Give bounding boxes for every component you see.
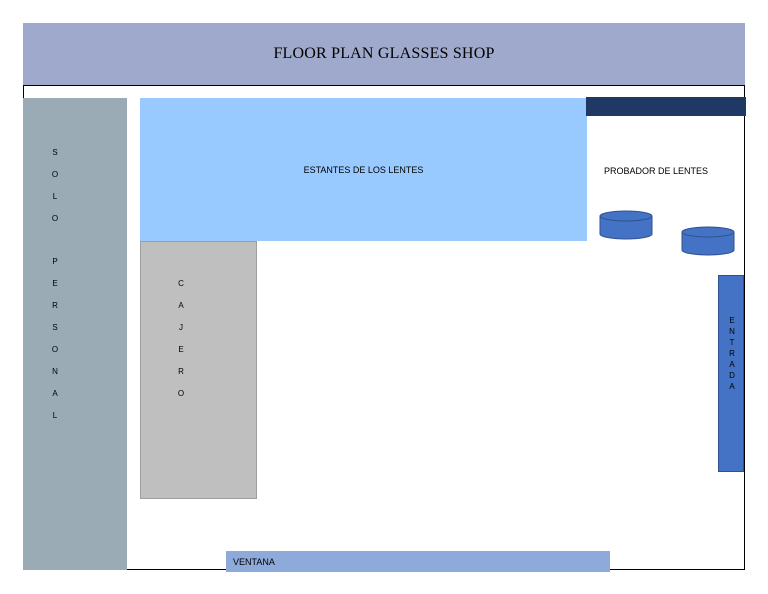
staff-only-label-personal: P E R S O N A L <box>45 257 65 420</box>
cashier-zone <box>140 241 257 499</box>
window-zone: VENTANA <box>226 551 610 572</box>
cashier-letter: E <box>178 345 184 354</box>
entrance-letter: R <box>729 349 735 358</box>
staff-letter: S <box>52 148 58 157</box>
staff-letter: P <box>52 257 58 266</box>
cashier-label: C A J E R O <box>171 279 191 398</box>
entrance-zone <box>718 275 744 472</box>
stool-2-icon <box>681 226 735 256</box>
cashier-letter: J <box>179 323 183 332</box>
staff-only-label-solo: S O L O <box>45 148 65 223</box>
stool-1-icon <box>599 210 653 240</box>
staff-letter: O <box>51 170 59 179</box>
staff-letter: A <box>52 389 58 398</box>
cashier-letter: C <box>178 279 184 288</box>
entrance-letter: D <box>729 371 735 380</box>
entrance-letter: A <box>729 382 735 391</box>
entrance-label: E N T R A D A <box>724 316 740 391</box>
staff-letter: L <box>52 411 58 420</box>
entrance-letter: E <box>729 316 735 325</box>
staff-letter: O <box>51 345 59 354</box>
cashier-letter: R <box>178 367 184 376</box>
title-bar: FLOOR PLAN GLASSES SHOP <box>23 23 745 85</box>
staff-letter: N <box>52 367 58 376</box>
entrance-letter: T <box>729 338 735 347</box>
entrance-letter: N <box>729 327 735 336</box>
staff-letter: S <box>52 323 58 332</box>
page-title: FLOOR PLAN GLASSES SHOP <box>273 45 495 62</box>
lens-shelves-zone: ESTANTES DE LOS LENTES <box>140 98 587 241</box>
fitting-area-label: PROBADOR DE LENTES <box>604 166 709 176</box>
dark-wall-bar <box>586 97 746 116</box>
staff-letter: E <box>52 279 58 288</box>
cashier-letter: O <box>177 389 185 398</box>
lens-shelves-label: ESTANTES DE LOS LENTES <box>303 164 424 175</box>
entrance-letter: A <box>729 360 735 369</box>
window-label: VENTANA <box>233 556 275 567</box>
staff-letter: L <box>52 192 58 201</box>
cashier-letter: A <box>178 301 184 310</box>
staff-letter: O <box>51 214 59 223</box>
staff-letter: R <box>52 301 58 310</box>
staff-only-zone <box>23 98 127 570</box>
